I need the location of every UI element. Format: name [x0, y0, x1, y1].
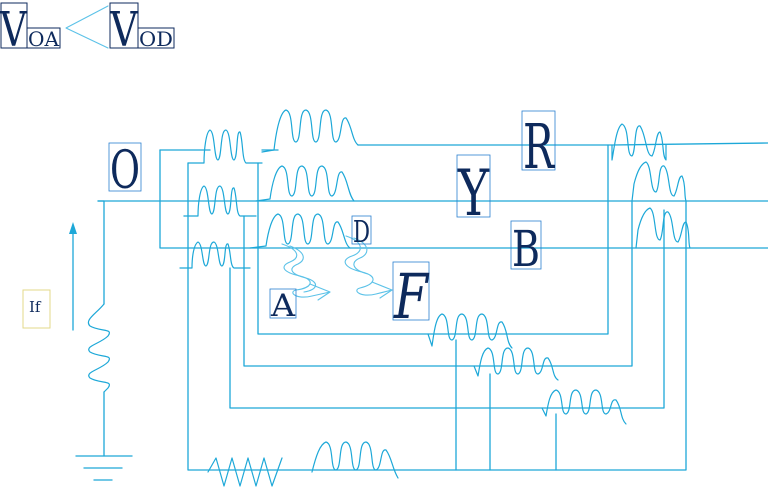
- vod-subscript-box: [137, 27, 175, 49]
- label-r: R: [523, 110, 556, 183]
- feeder-1: [257, 144, 609, 335]
- label-b: B: [512, 220, 540, 278]
- arrow-a: [309, 283, 331, 301]
- coil-y-phase: [255, 165, 355, 202]
- coil-right-b: [635, 207, 691, 249]
- bottom-elements: [207, 441, 399, 487]
- if-arrow-head: [69, 222, 77, 234]
- feeder-outer: [187, 162, 687, 471]
- vod-symbol: V: [109, 2, 139, 58]
- label-f: F: [393, 260, 429, 333]
- voa-subscript-box: [26, 27, 61, 49]
- voltage-relation-header: V OA < V OD: [0, 0, 175, 58]
- voa-subscript: OA: [28, 27, 60, 51]
- feeder-3: [229, 209, 665, 409]
- voa-symbol-box: [0, 2, 28, 49]
- coil-right-r: [611, 123, 667, 161]
- coil-left-1: [187, 129, 263, 164]
- coil-left-3: [179, 241, 251, 269]
- feeder-2: [243, 200, 633, 367]
- label-d: D: [353, 215, 370, 250]
- right-coil-stack: [611, 123, 691, 249]
- coil-right-y: [631, 161, 687, 202]
- voa-symbol: V: [0, 2, 28, 58]
- coil-lower-1: [427, 313, 513, 349]
- left-coil-stack: [179, 129, 263, 269]
- bus-line-b: [159, 149, 768, 249]
- bus-lines: [97, 142, 768, 249]
- arrow-f: [371, 281, 393, 299]
- coil-b-phase: [249, 213, 351, 249]
- label-a: A: [270, 288, 296, 324]
- coupled-coils: [281, 235, 393, 301]
- bottom-resistor: [207, 457, 283, 487]
- coil-left-2: [183, 185, 257, 217]
- label-o: O: [110, 141, 140, 201]
- field-feed-line: [97, 200, 105, 305]
- coil-lower-3: [541, 389, 627, 425]
- vertical-feeders: [183, 144, 687, 471]
- field-circuit: If: [22, 200, 133, 481]
- coil-lower-2: [473, 347, 559, 381]
- bottom-inductor: [311, 441, 399, 479]
- less-than-text: <: [0, 0, 1, 1]
- if-label-box: [22, 289, 51, 329]
- if-label: If: [29, 298, 42, 316]
- vod-symbol-box: [109, 2, 139, 49]
- node-labels: O R Y B D A F: [108, 110, 556, 333]
- field-coil: [87, 303, 110, 393]
- less-than-sign: [65, 5, 109, 49]
- coil-r-phase: [261, 109, 359, 153]
- center-coil-stack: [249, 109, 359, 249]
- bus-line-r: [357, 142, 768, 146]
- vod-subscript: OD: [139, 27, 173, 51]
- lower-coil-stack: [427, 313, 627, 471]
- label-y: Y: [457, 157, 489, 231]
